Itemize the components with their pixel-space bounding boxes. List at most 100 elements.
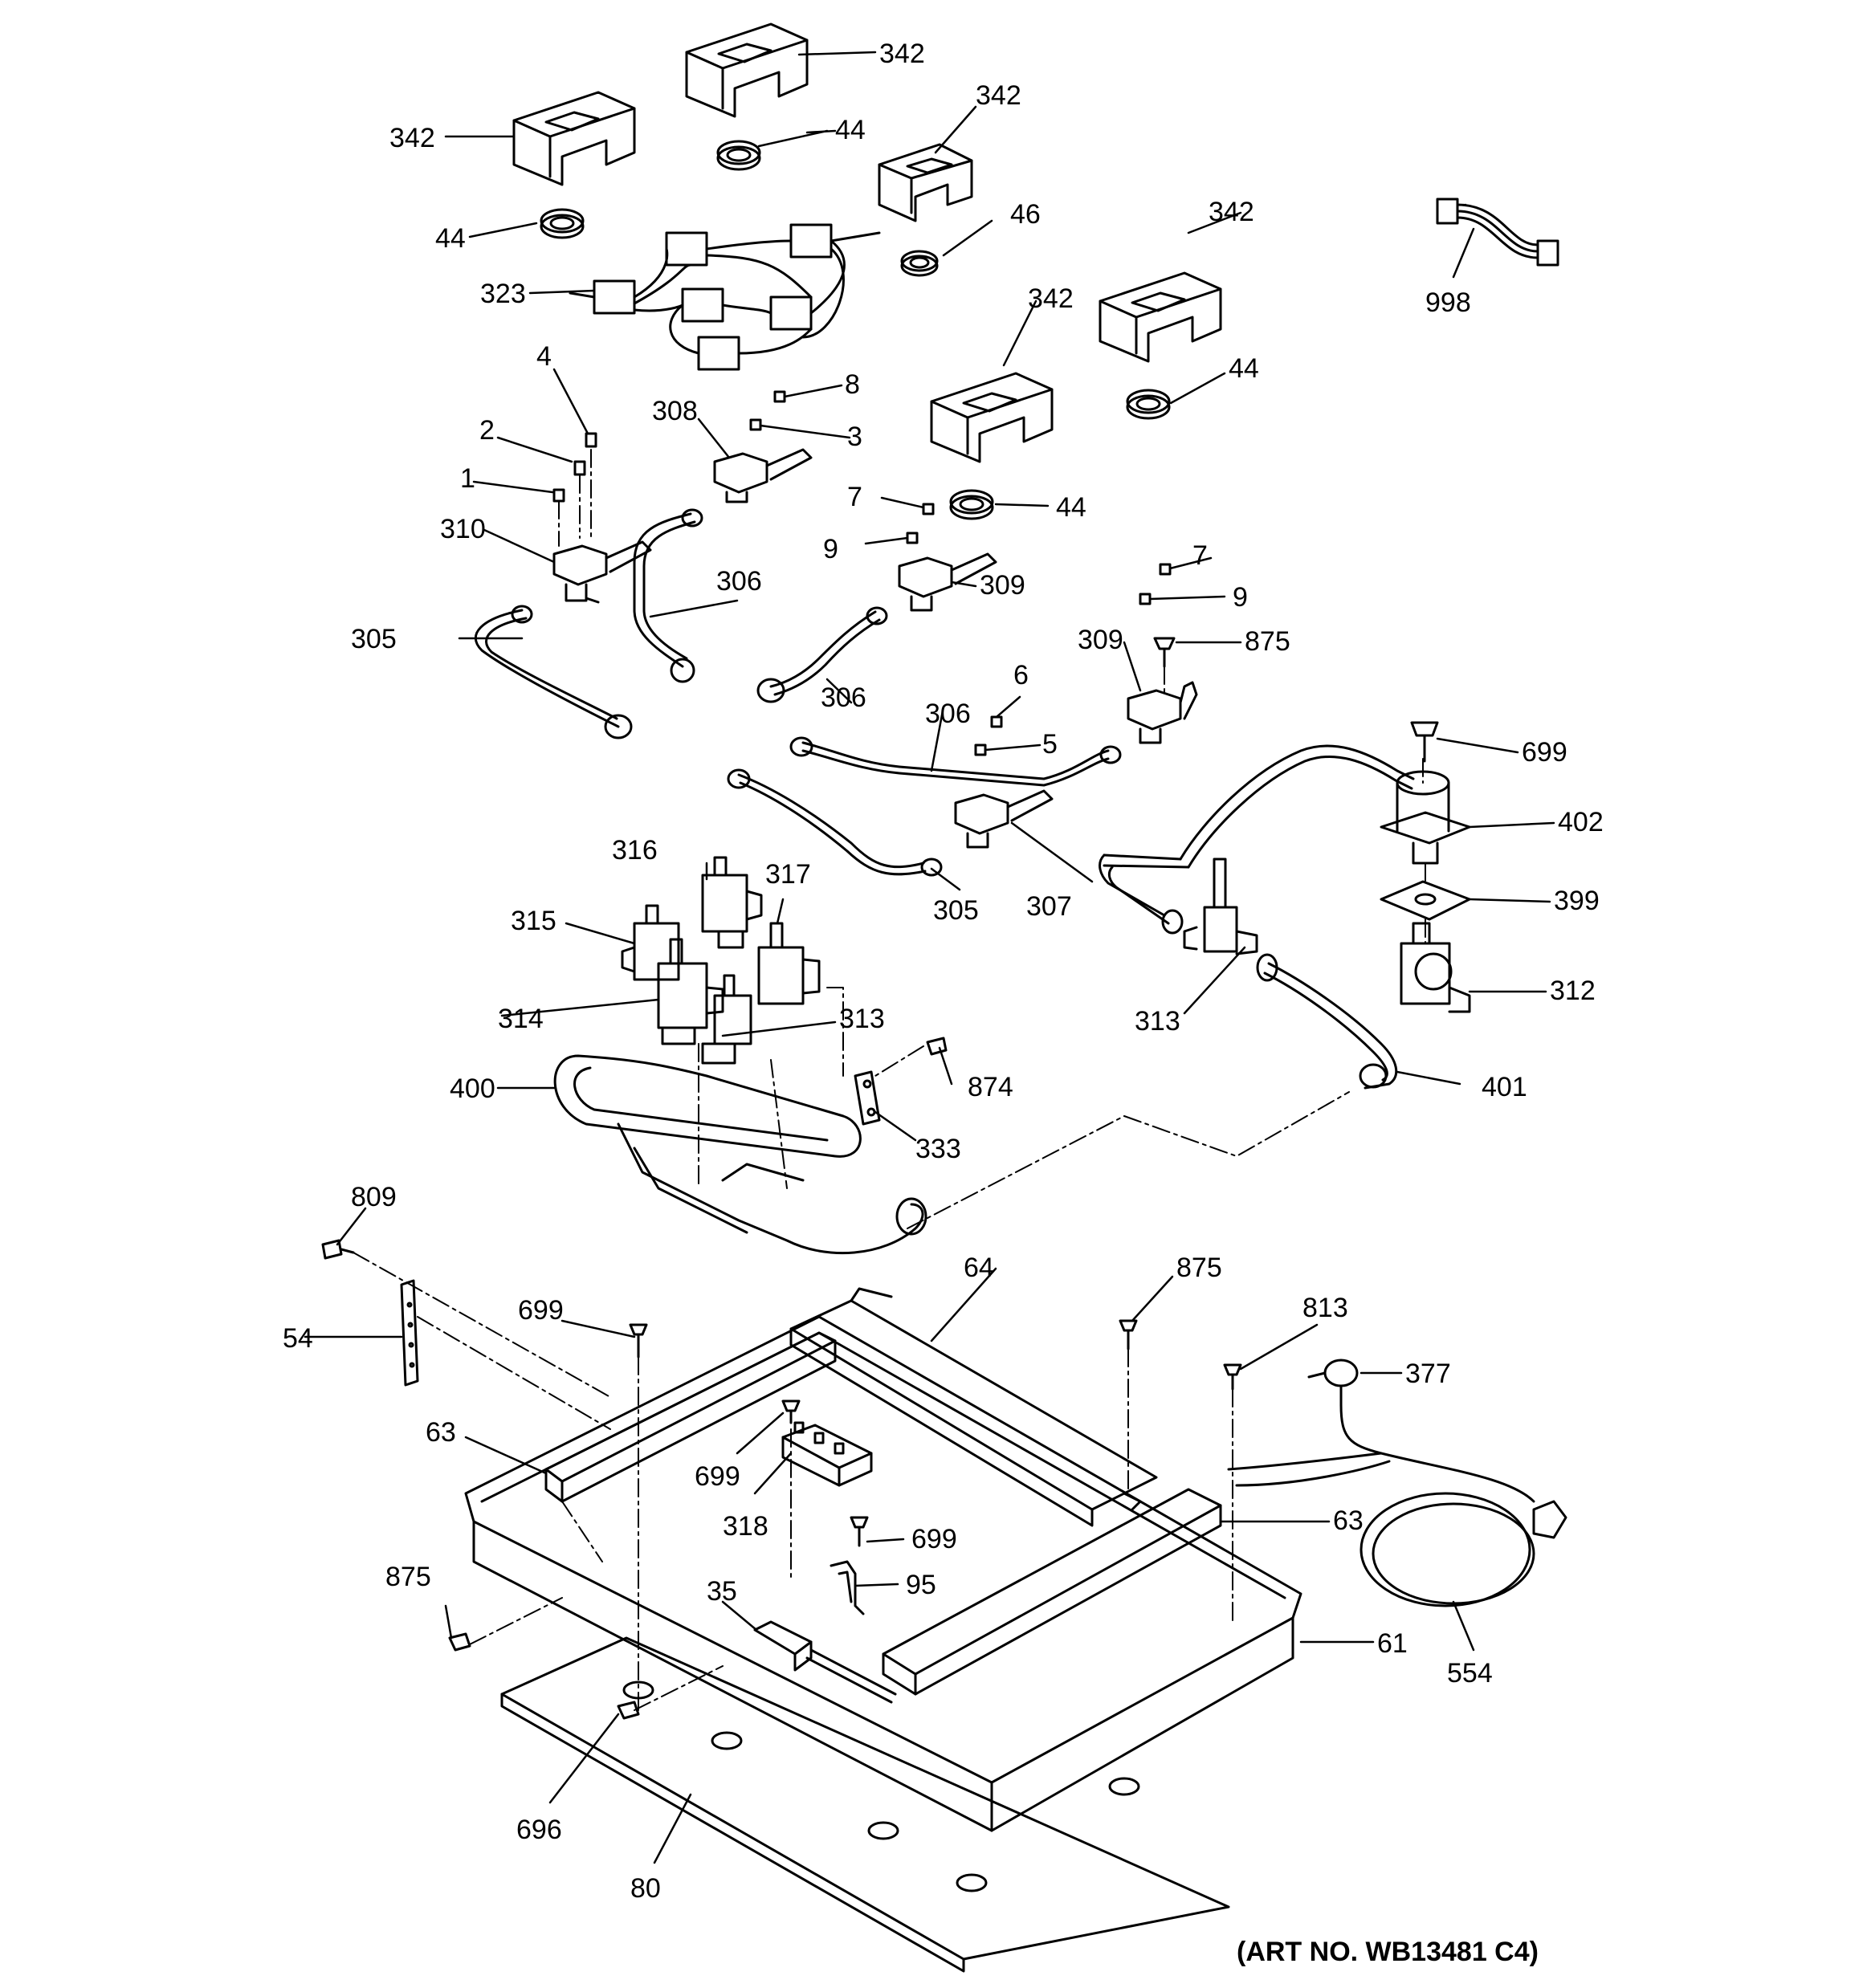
label-554: 554 (1447, 1658, 1493, 1689)
burner-head-309-right (1127, 681, 1198, 744)
label-313: 313 (1135, 1006, 1180, 1037)
label-306: 306 (821, 682, 866, 713)
ring-44-right (1126, 389, 1171, 420)
ring-44-left (540, 208, 585, 239)
wire-harness-998 (1436, 198, 1559, 267)
label-309: 309 (1078, 625, 1123, 655)
rail-64 (789, 1287, 1158, 1527)
screw-699-top (1410, 721, 1439, 763)
screw-699-a (629, 1323, 648, 1359)
label-3: 3 (847, 422, 862, 452)
label-80: 80 (630, 1873, 661, 1904)
screw-699-c (850, 1516, 869, 1547)
label-44: 44 (835, 115, 866, 145)
ring-44-top (716, 140, 761, 171)
label-313: 313 (839, 1004, 885, 1034)
label-874: 874 (968, 1072, 1013, 1102)
spud-8 (773, 390, 786, 403)
label-696: 696 (516, 1815, 562, 1845)
label-2: 2 (479, 415, 495, 446)
switch-377 (1307, 1359, 1359, 1407)
label-318: 318 (723, 1511, 768, 1542)
label-342: 342 (976, 80, 1021, 111)
bottom-panel-80 (500, 1636, 1230, 1973)
gas-tube-401 (1256, 953, 1398, 1090)
label-400: 400 (450, 1073, 495, 1104)
label-333: 333 (915, 1134, 961, 1164)
label-316: 316 (612, 835, 658, 866)
terminal-block-318 (781, 1421, 873, 1487)
assembly-lines (353, 449, 1426, 1711)
spud-6 (990, 715, 1003, 728)
label-4: 4 (536, 341, 552, 372)
gasket-399 (1380, 880, 1471, 921)
label-5: 5 (1042, 729, 1058, 760)
valve-314 (657, 938, 724, 1045)
valve-313-left (701, 974, 752, 1065)
label-342: 342 (389, 123, 435, 153)
label-305: 305 (933, 895, 979, 926)
label-699: 699 (1522, 737, 1567, 768)
rail-63-left (544, 1331, 837, 1503)
label-317: 317 (765, 859, 811, 890)
valve-316 (701, 856, 763, 949)
leader-lines (304, 51, 1555, 1864)
label-315: 315 (511, 906, 556, 936)
spark-module-35 (753, 1620, 897, 1704)
label-875: 875 (1245, 626, 1290, 657)
gas-manifold-tube (1099, 744, 1415, 935)
ring-44-mid (949, 489, 994, 520)
screw-813 (1223, 1363, 1242, 1391)
label-312: 312 (1550, 976, 1596, 1006)
label-7: 7 (1192, 540, 1208, 571)
burner-cap-342-top (685, 22, 809, 118)
label-44: 44 (435, 223, 466, 254)
label-9: 9 (823, 534, 838, 564)
screw-2 (573, 460, 586, 476)
burner-cap-342-center (878, 143, 973, 222)
label-342: 342 (879, 39, 925, 69)
gas-tube-306-center (756, 606, 888, 703)
valve-317 (757, 922, 821, 1005)
label-6: 6 (1013, 660, 1029, 691)
label-63: 63 (426, 1417, 456, 1448)
strap-54 (400, 1279, 419, 1387)
screw-809 (321, 1239, 355, 1260)
spud-9-right (1139, 593, 1152, 605)
label-46: 46 (1010, 199, 1041, 230)
burner-cap-342-mid (930, 372, 1054, 463)
label-63: 63 (1333, 1505, 1364, 1536)
label-61: 61 (1377, 1628, 1408, 1659)
label-44: 44 (1229, 353, 1259, 384)
part-labels: 342 342 342 342 342 44 44 44 44 46 323 9… (283, 39, 1604, 1904)
label-305: 305 (351, 624, 397, 654)
label-309: 309 (980, 570, 1025, 601)
ring-46 (900, 250, 939, 277)
burner-head-309 (898, 552, 997, 612)
burner-cap-342-right (1099, 271, 1222, 363)
gas-tube-305-right (727, 768, 943, 877)
bracket-333 (854, 1070, 881, 1126)
igniter-harness-323 (569, 223, 881, 371)
label-402: 402 (1558, 807, 1604, 837)
screw-696 (617, 1701, 640, 1720)
regulator-312 (1400, 922, 1471, 1013)
spud-3 (749, 418, 762, 431)
label-8: 8 (845, 369, 860, 400)
burner-cap-342-left (512, 91, 636, 186)
label-699: 699 (911, 1524, 957, 1554)
label-314: 314 (498, 1004, 544, 1034)
label-342: 342 (1209, 197, 1254, 227)
burner-head-310 (552, 540, 652, 604)
label-35: 35 (707, 1576, 737, 1607)
label-310: 310 (440, 514, 486, 544)
label-813: 813 (1302, 1293, 1348, 1323)
spud-5 (974, 743, 987, 756)
rail-63-right (882, 1488, 1222, 1696)
spud-7-right (1159, 563, 1172, 576)
gas-tube-305-left (474, 605, 633, 739)
label-44: 44 (1056, 492, 1086, 523)
burner-tube-400 (553, 1054, 927, 1255)
label-7: 7 (847, 482, 862, 512)
spud-9 (906, 532, 919, 544)
